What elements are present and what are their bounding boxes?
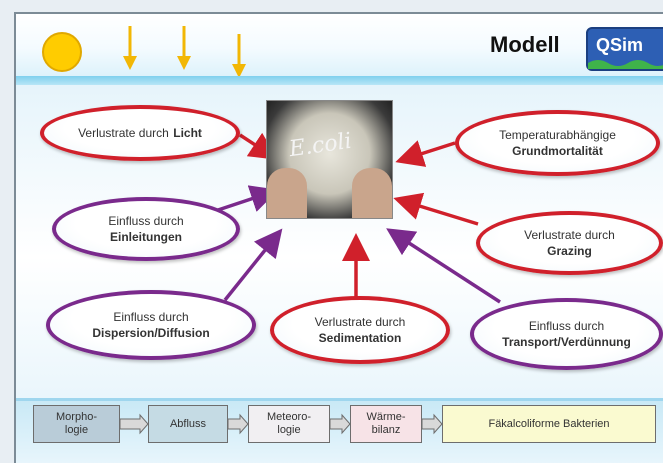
- pipeline-step-meteorologie: Meteoro- logie: [248, 405, 330, 443]
- header: Modell QSim: [16, 14, 663, 78]
- factor-name: Sedimentation: [318, 330, 402, 345]
- sun-icon: [42, 32, 82, 72]
- pipeline-step-bakterien: Fäkalcoliforme Bakterien: [442, 405, 656, 443]
- arrow-grundmortalitaet: [395, 140, 456, 167]
- factor-grundmortalitaet: Temperaturabhängige Grundmortalität: [455, 110, 660, 176]
- factor-prefix: Verlustrate durch: [524, 227, 615, 242]
- logo-text: QSim: [596, 35, 644, 55]
- factor-grazing: Verlustrate durch Grazing: [476, 211, 663, 275]
- pipeline-step-label: Fäkalcoliforme Bakterien: [488, 417, 610, 430]
- factor-prefix: Einfluss durch: [528, 318, 605, 333]
- factor-name: Dispersion/Diffusion: [92, 325, 210, 340]
- factor-prefix: Einfluss durch: [113, 309, 189, 324]
- factor-name: Licht: [173, 126, 202, 140]
- factor-prefix: Verlustrate durch: [78, 126, 169, 140]
- connector-arrow: [421, 413, 443, 435]
- connector-arrow: [119, 413, 149, 435]
- slide-title: Modell: [490, 32, 560, 57]
- arrow-dispersion: [223, 228, 283, 302]
- factor-prefix: Temperaturabhängige: [499, 127, 616, 142]
- arrow-down-icon: [232, 34, 246, 78]
- qsim-logo: QSim: [586, 27, 663, 71]
- factor-prefix: Einfluss durch: [108, 213, 184, 228]
- factor-name: Grazing: [547, 243, 592, 258]
- pipeline-step-label: Meteoro- logie: [266, 411, 312, 436]
- factor-name: Grundmortalität: [512, 143, 603, 158]
- petri-dish-label: E.coli: [287, 128, 354, 163]
- pipeline-step-morphologie: Morpho- logie: [33, 405, 120, 443]
- arrow-down-icon: [123, 26, 137, 70]
- factor-licht: Verlustrate durch Licht: [40, 105, 240, 161]
- connector-arrow: [329, 413, 351, 435]
- hand-left: [267, 168, 307, 218]
- factor-einleitungen: Einfluss durch Einleitungen: [52, 197, 240, 261]
- arrow-einleitungen: [211, 185, 279, 214]
- connector-arrow: [227, 413, 249, 435]
- factor-sedimentation: Verlustrate durch Sedimentation: [270, 296, 450, 364]
- factor-name: Einleitungen: [110, 229, 182, 244]
- pipeline-step-label: Morpho- logie: [56, 411, 97, 436]
- arrow-down-icon: [177, 26, 191, 70]
- hand-right: [352, 168, 392, 218]
- arrow-transport: [386, 228, 501, 304]
- factor-transport: Einfluss durch Transport/Verdünnung: [470, 298, 663, 370]
- header-divider: [16, 76, 663, 85]
- pipeline-step-abfluss: Abfluss: [148, 405, 228, 443]
- pipeline-step-label: Wärme- bilanz: [366, 411, 406, 436]
- pipeline-step-waermebilanz: Wärme- bilanz: [350, 405, 422, 443]
- pipeline-step-label: Abfluss: [169, 417, 207, 430]
- wave-icon: [588, 60, 663, 69]
- arrow-grazing: [393, 192, 479, 226]
- ecoli-petri-dish-image: E.coli: [266, 100, 393, 219]
- factor-dispersion: Einfluss durch Dispersion/Diffusion: [46, 290, 256, 360]
- factor-prefix: Verlustrate durch: [314, 314, 406, 329]
- factor-name: Transport/Verdünnung: [502, 334, 631, 349]
